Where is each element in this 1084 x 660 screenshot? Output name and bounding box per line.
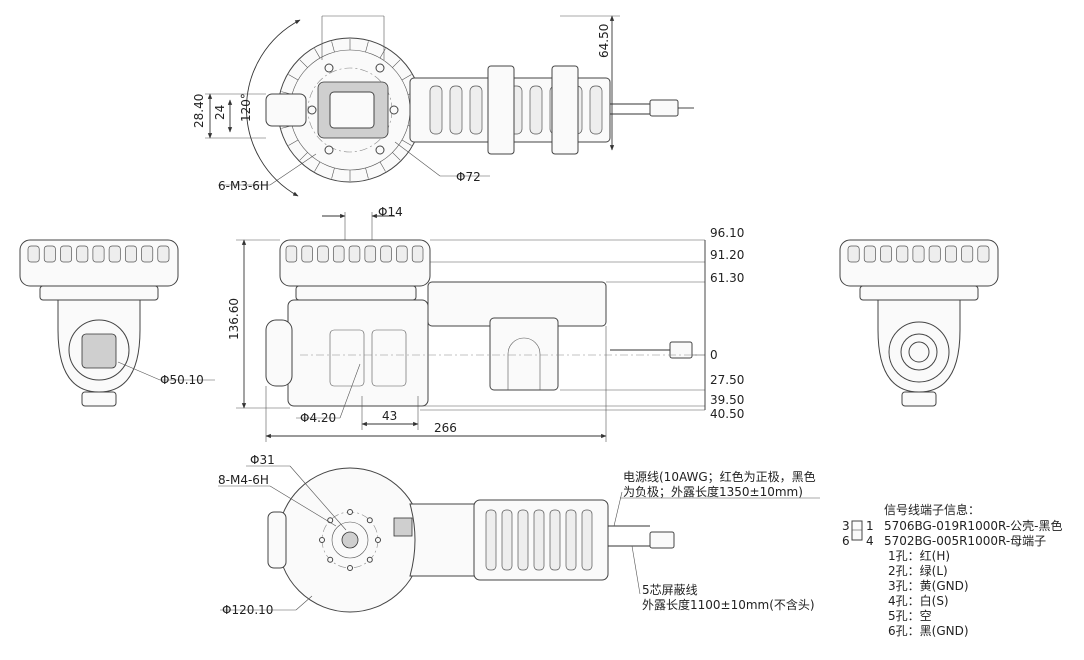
front-view-level-6: 39.50 — [710, 393, 744, 407]
bottom-view-holes-label: 8-M4-6H — [218, 473, 269, 487]
bottom-view-label-plate — [393, 517, 413, 537]
top-view-left-stub — [265, 93, 307, 127]
side-left-bell-fins — [27, 245, 170, 263]
signal-terminal-part-female: 5702BG-005R1000R-母端子 — [884, 534, 1046, 548]
bottom-view-heatsink-fins — [485, 509, 593, 571]
front-view-total-length: 266 — [434, 421, 457, 435]
front-view-total-height: 136.60 — [227, 298, 241, 340]
signal-pin-3: 3孔：黄(GND) — [888, 579, 969, 593]
side-left-diameter: Φ50.10 — [160, 373, 204, 387]
bottom-view-connector — [649, 531, 675, 549]
front-view-level-2: 91.20 — [710, 248, 744, 262]
bottom-view: Φ31 8-M4-6H Φ120.10 电源线(10AWG；红色为正极，黑色 为… — [218, 453, 820, 617]
front-view-clamp — [489, 317, 559, 391]
top-view-dim-outer: 28.40 — [192, 94, 206, 128]
signal-pin-6: 6孔：黑(GND) — [888, 624, 969, 638]
signal-pin-1: 1孔：红(H) — [888, 548, 950, 563]
signal-pin-4: 4孔：白(S) — [888, 593, 949, 608]
front-view-end-cap — [265, 319, 293, 387]
top-view: 120° 28.40 24 64.50 6-M3-6H Φ72 — [192, 15, 694, 197]
front-view-level-1: 96.10 — [710, 226, 744, 240]
pin-label-3: 3 — [842, 519, 850, 533]
pin-label-1: 1 — [866, 519, 874, 533]
bottom-view-outer-diameter: Φ120.10 — [222, 603, 273, 617]
top-view-connector — [649, 99, 679, 117]
front-view-level-7: 40.50 — [710, 407, 744, 421]
front-view-connector — [669, 341, 693, 359]
pin-label-4: 4 — [866, 534, 874, 548]
power-cable-line2: 为负极；外露长度1350±10mm) — [623, 484, 803, 499]
side-view-left: Φ50.10 — [19, 239, 215, 407]
signal-terminal-part-male: 5706BG-019R1000R-公壳-黑色 — [884, 519, 1062, 533]
top-view-mount-plate — [329, 91, 375, 129]
shield-cable-line1: 5芯屏蔽线 — [642, 583, 698, 597]
top-view-dim-inner: 24 — [213, 105, 227, 120]
top-view-holes-label: 6-M3-6H — [218, 179, 269, 193]
front-view-shaft-diameter: Φ14 — [378, 205, 403, 219]
top-view-angle-label: 120° — [239, 93, 253, 122]
top-view-clamp — [487, 65, 515, 155]
front-view: Φ14 136.60 96.10 91.20 61.30 — [227, 205, 744, 442]
shield-cable-line2: 外露长度1100±10mm(不含头) — [642, 597, 815, 612]
top-view-height-right: 64.50 — [597, 24, 611, 58]
front-view-level-4: 0 — [710, 348, 718, 362]
connector-symbol — [851, 520, 863, 541]
pin-label-6: 6 — [842, 534, 850, 548]
front-view-level-5: 27.50 — [710, 373, 744, 387]
front-view-body — [287, 299, 429, 407]
power-cable-line1: 电源线(10AWG；红色为正极，黑色 — [623, 469, 816, 484]
front-view-dim-43: 43 — [382, 409, 397, 423]
signal-pin-5: 5孔：空 — [888, 609, 932, 623]
signal-pin-2: 2孔：绿(L) — [888, 563, 948, 578]
top-view-clamp-2 — [551, 65, 579, 155]
side-right-bell-fins — [847, 245, 990, 263]
front-view-bell-fins — [285, 245, 424, 263]
signal-terminal-title: 信号线端子信息： — [884, 502, 980, 517]
side-view-right — [839, 239, 999, 407]
front-view-pin-diameter: Φ4.20 — [300, 411, 336, 425]
top-view-mount-diameter: Φ72 — [456, 170, 481, 184]
top-view-mount-holes — [307, 63, 399, 155]
front-view-level-3: 61.30 — [710, 271, 744, 285]
signal-terminal-info: 信号线端子信息： 3 1 6 4 5706BG-019R1000R-公壳-黑色 … — [842, 502, 1062, 638]
bottom-view-center-diameter: Φ31 — [250, 453, 275, 467]
